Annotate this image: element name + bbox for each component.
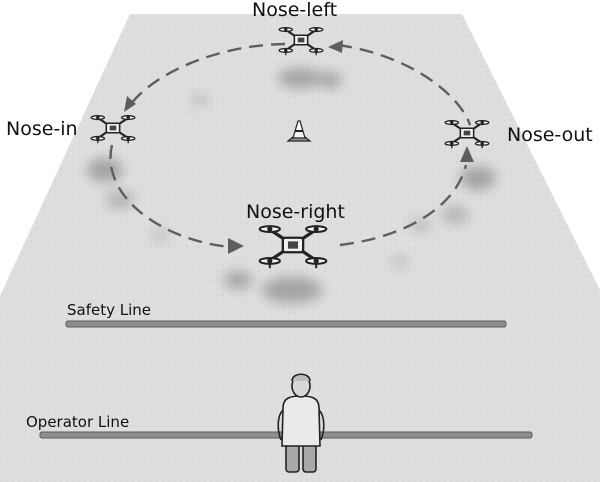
- safety-line-bar: [65, 320, 507, 328]
- nose-out-label: Nose-out: [507, 124, 593, 146]
- flight-arrows: [124, 40, 474, 254]
- nose-left-label: Nose-left: [252, 0, 338, 21]
- ghost-drones: [87, 68, 496, 303]
- operator-figure-icon: [277, 373, 325, 473]
- arrow-toward-nose-left: [328, 40, 343, 53]
- nose-in-label: Nose-in: [6, 118, 78, 140]
- arrow-toward-nose-in: [124, 96, 136, 112]
- operator-line-label: Operator Line: [26, 413, 130, 431]
- nose-right-label: Nose-right: [246, 201, 345, 223]
- arrow-toward-nose-right: [228, 238, 244, 254]
- flight-path: [109, 42, 472, 249]
- cone-icon: [286, 120, 312, 142]
- arrow-toward-nose-out: [460, 146, 474, 162]
- safety-line-label: Safety Line: [67, 301, 152, 319]
